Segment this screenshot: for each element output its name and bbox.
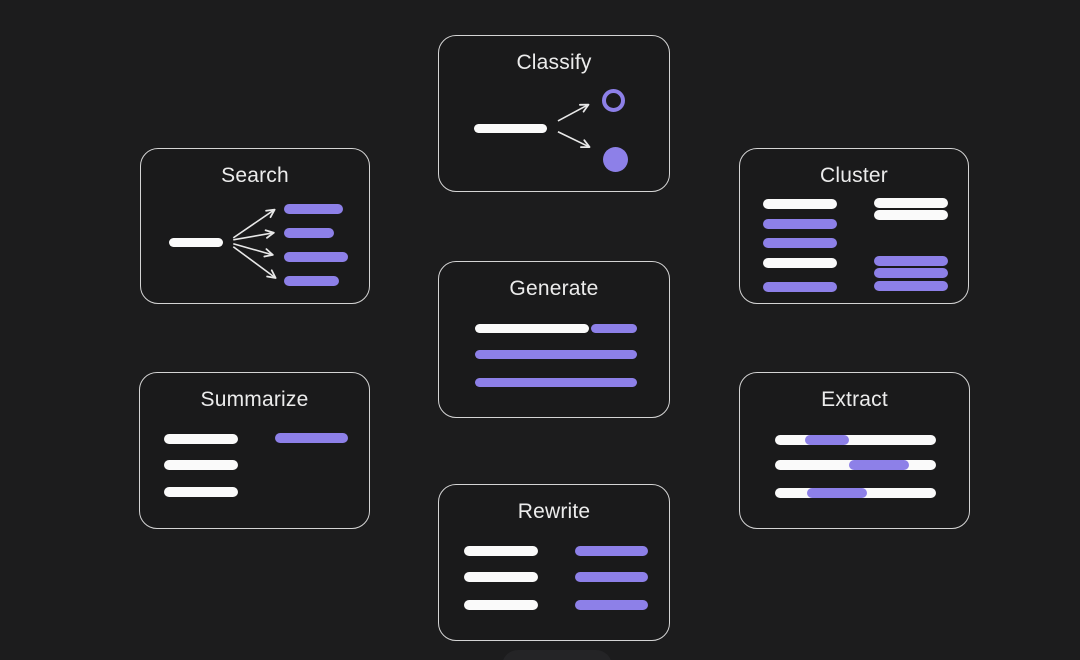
result-bar: [284, 276, 339, 286]
card-extract-title: Extract: [821, 388, 888, 411]
original-text-bar: [464, 600, 538, 610]
cluster-bar: [874, 281, 948, 291]
partial-card-peek: [502, 650, 612, 660]
cluster-bar: [763, 238, 837, 248]
card-summarize-title: Summarize: [200, 388, 309, 411]
cluster-bar: [874, 268, 948, 278]
summary-bar: [275, 433, 348, 443]
card-search: Search: [140, 148, 370, 304]
cluster-bar: [874, 256, 948, 266]
original-text-bar: [464, 546, 538, 556]
result-bar: [284, 204, 343, 214]
card-classify-title: Classify: [516, 51, 592, 74]
branch-arrows-icon: [557, 103, 591, 149]
generated-bar: [475, 378, 637, 387]
rewritten-text-bar: [575, 546, 648, 556]
card-search-title: Search: [221, 164, 289, 187]
cluster-bar: [763, 219, 837, 229]
extracted-span-bar: [807, 488, 867, 498]
generated-continuation-bar: [591, 324, 637, 333]
fan-arrows-icon: [232, 208, 277, 279]
result-bar: [284, 228, 334, 238]
category-dot-icon: [603, 147, 628, 172]
card-generate-title: Generate: [509, 277, 599, 300]
cluster-bar: [763, 199, 837, 209]
source-text-bar: [164, 460, 238, 470]
result-bar: [284, 252, 348, 262]
prompt-bar: [475, 324, 589, 333]
card-extract: Extract: [739, 372, 970, 529]
card-rewrite-title: Rewrite: [517, 500, 591, 523]
source-text-bar: [164, 487, 238, 497]
cluster-bar: [874, 198, 948, 208]
query-bar: [169, 238, 223, 247]
rewritten-text-bar: [575, 600, 648, 610]
original-text-bar: [464, 572, 538, 582]
generated-bar: [475, 350, 637, 359]
cluster-bar: [763, 282, 837, 292]
card-cluster: Cluster: [739, 148, 969, 304]
cluster-bar: [874, 210, 948, 220]
rewritten-text-bar: [575, 572, 648, 582]
card-summarize: Summarize: [139, 372, 370, 529]
card-generate: Generate: [438, 261, 670, 418]
text-bar: [775, 435, 936, 445]
source-text-bar: [164, 434, 238, 444]
extracted-span-bar: [849, 460, 909, 470]
extracted-span-bar: [805, 435, 849, 445]
card-cluster-title: Cluster: [820, 164, 888, 187]
card-rewrite: Rewrite: [438, 484, 670, 641]
card-classify: Classify: [438, 35, 670, 192]
text-bar: [474, 124, 547, 133]
category-ring-icon: [602, 89, 625, 112]
cluster-bar: [763, 258, 837, 268]
